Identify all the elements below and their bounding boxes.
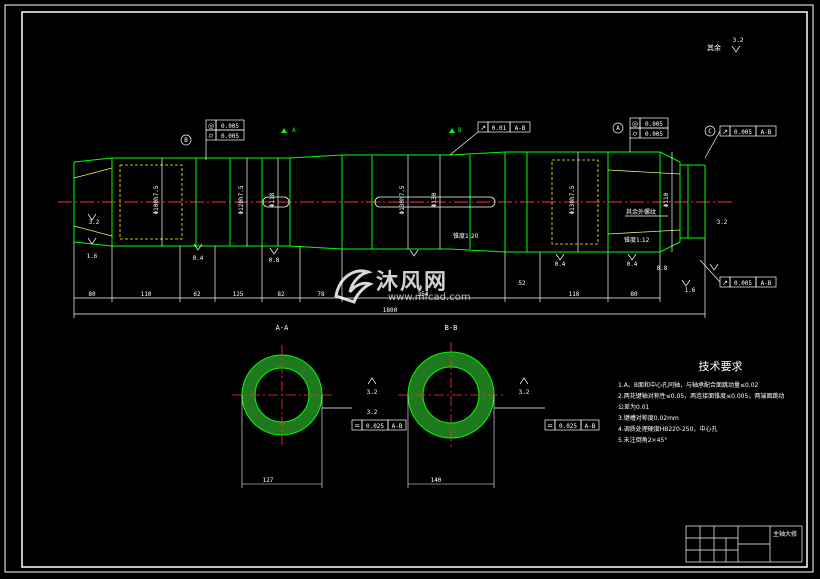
dimension-lines [73, 238, 706, 318]
gdt-symbol: ↗ [722, 128, 728, 136]
gdt-symbol: ◎ [208, 122, 214, 130]
gdt-symbol: ↗ [722, 279, 728, 287]
section-a-width: 127 [263, 477, 274, 484]
section-gdt-ref: A-B [392, 423, 403, 430]
section-mark-a: A [292, 127, 296, 134]
gdt-value: 0.005 [221, 133, 239, 140]
section-gdt-ref: A-B [585, 423, 596, 430]
dim-52: 52 [518, 280, 526, 287]
section-b [398, 342, 504, 488]
surface-value: 0.4 [193, 255, 204, 262]
section-b-roughness: 3.2 [519, 389, 530, 396]
datum-label: A [616, 125, 620, 132]
dim-78: 78 [317, 291, 325, 298]
dim-80b: 80 [630, 291, 638, 298]
surface-value: 0.8 [657, 265, 668, 272]
watermark: 沐风网 www.mfcad.com [330, 262, 505, 310]
gdt-symbol: ↗ [480, 124, 486, 132]
title-block-name: 主轴大修 [773, 530, 797, 538]
surface-value: 0.4 [627, 261, 638, 268]
keyway-slot [262, 196, 496, 208]
datum-label: C [708, 128, 712, 135]
dim-62: 62 [193, 291, 201, 298]
section-gdt-value: 0.025 [366, 423, 384, 430]
tech-line: 3.键槽对称度0.02mm [618, 415, 679, 422]
dim-total: 1800 [383, 307, 398, 314]
surface-value: 3.2 [717, 219, 728, 226]
section-gdt-symbol: = [547, 422, 553, 430]
dim-118: 118 [569, 291, 580, 298]
section-mark-b: B [458, 127, 462, 134]
note-taper: 锥度1:12 [624, 236, 650, 244]
diameter-label: Φ100h7.5 [153, 185, 160, 214]
tech-title: 技术要求 [698, 360, 743, 373]
gdt-symbol: ⌭ [632, 130, 637, 138]
section-a-roughness2: 3.2 [367, 409, 378, 416]
roughness-default: 3.2 [733, 37, 744, 44]
shaft-outline [73, 151, 706, 253]
datum-markers [180, 122, 716, 146]
watermark-logo-icon [334, 269, 374, 304]
taper-lines [73, 167, 681, 237]
gdt-value: 0.005 [734, 280, 752, 287]
note-thread: 其余外螺纹 [626, 208, 656, 216]
section-a-label: A-A [276, 324, 289, 332]
diameter-label: Φ130h7.5 [399, 185, 406, 214]
watermark-brand: 沐风网 [376, 270, 449, 295]
gdt-value: 0.005 [221, 123, 239, 130]
tech-line: 公差为0.01 [618, 404, 650, 411]
surface-value: 0.4 [555, 261, 566, 268]
note-taper2: 锥度1:20 [453, 232, 479, 240]
tolerance-frame [205, 117, 777, 288]
section-arrows [281, 128, 455, 133]
dim-354: 354 [418, 291, 429, 298]
dim-125: 125 [233, 291, 244, 298]
section-a-roughness: 3.2 [367, 389, 378, 396]
gdt-value: 0.005 [645, 131, 663, 138]
diameter-label: Φ120h7.5 [238, 185, 245, 214]
diameter-label: Φ118 [269, 192, 276, 207]
surface-value: 0.8 [269, 257, 280, 264]
dim-110: 110 [141, 291, 152, 298]
inner-frame [21, 11, 808, 568]
gdt-value: 0.01 [492, 125, 507, 132]
gdt-symbol: ◎ [632, 120, 638, 128]
section-gdt-symbol: = [354, 422, 360, 430]
surface-value: 1.6 [685, 287, 696, 294]
dim-82: 82 [277, 291, 285, 298]
section-a [232, 345, 332, 488]
gdt-value: 0.005 [645, 121, 663, 128]
tech-line: 2.两花键轴对称性≤0.05，两连接面锥度≤0.005，两端面跳动 [618, 393, 785, 400]
title-block [685, 525, 803, 563]
watermark-url: www.mfcad.com [388, 292, 471, 303]
outer-frame [4, 4, 814, 573]
section-gdt-value: 0.025 [559, 423, 577, 430]
surface-value: 3.2 [89, 219, 100, 226]
gdt-value: 0.005 [734, 129, 752, 136]
gdt-ref: A-B [515, 125, 526, 132]
gdt-symbol: ⌭ [208, 132, 213, 140]
diameter-label: Φ110 [663, 192, 670, 207]
tech-line: 4.调质处理硬度HB220-250，中心孔 [618, 426, 718, 433]
gdt-ref: A-B [761, 280, 772, 287]
roughness-note: 其余 [707, 43, 721, 52]
diameter-label: Φ130 [431, 192, 438, 207]
keyways [119, 159, 599, 245]
surface-value: 1.6 [87, 253, 98, 260]
dim-80: 80 [88, 291, 96, 298]
tech-line: 1.A、B面和中心孔同轴，与轴承配合面跳动量≤0.02 [618, 382, 759, 389]
section-tolerance-frames [322, 407, 600, 431]
gdt-ref: A-B [761, 129, 772, 136]
tech-line: 5.未注倒角2×45° [618, 437, 668, 444]
technical-requirements: 技术要求 1.A、B面和中心孔同轴，与轴承配合面跳动量≤0.02 2.两花键轴对… [618, 358, 813, 446]
diameter-label: Φ130h7.5 [569, 185, 576, 214]
diameter-lines [161, 152, 673, 252]
surface-marks [87, 45, 741, 385]
datum-label: B [184, 137, 188, 144]
section-b-width: 140 [431, 477, 442, 484]
section-b-label: B-B [445, 324, 458, 332]
